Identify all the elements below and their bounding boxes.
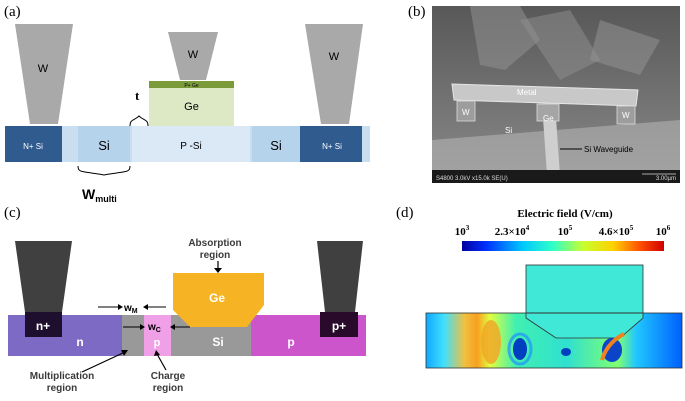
charge-pointer (156, 353, 167, 371)
p-ge-layer (149, 81, 234, 88)
w-probe-center (168, 32, 218, 80)
t-label: t (135, 88, 140, 103)
charge-p-region (144, 315, 171, 356)
colorbar-tick-1: 103 (455, 224, 470, 238)
panel-a-label: (a) (4, 4, 21, 20)
panel-b: (b) Metal W Ge W Si Si Waveguide S4800 3… (408, 4, 680, 183)
w-multi-bracket (77, 165, 131, 176)
sem-w-left (456, 100, 476, 122)
sem-w-left-label: W (462, 108, 470, 117)
panel-a: (a) P+ Ge Ge W W W N+ Si Si P -Si Si N+ … (4, 4, 370, 204)
p-si-region (132, 126, 250, 162)
si-right-label: Si (270, 138, 282, 153)
ge-absorber (173, 273, 264, 327)
sem-waveguide-label: Si Waveguide (584, 145, 634, 154)
ge-label: Ge (184, 101, 199, 113)
wm-arrow-right-head (143, 304, 148, 310)
p-ge-label: P+ Ge (184, 83, 199, 89)
colorbar-tick-5: 106 (656, 224, 671, 238)
sem-si-label: Si (505, 126, 512, 135)
w-multi-label: Wmulti (82, 186, 117, 204)
mult-label-line1: Multiplication (30, 371, 94, 382)
sem-w-right (616, 105, 636, 125)
contact-p-plus (320, 312, 358, 337)
field-blue-spot (513, 338, 527, 360)
field-ge-block (526, 265, 643, 313)
sem-metal (451, 83, 639, 107)
mult-pointer-head (121, 350, 128, 356)
p-plus-label: p+ (332, 319, 346, 333)
absorption-arrow-head (214, 268, 222, 273)
wm-arrow-left-head (118, 304, 123, 310)
charge-pointer-head (154, 350, 160, 356)
n-si-left-region (5, 126, 62, 162)
ge-c-label: Ge (209, 291, 225, 305)
panel-d-label: (d) (396, 205, 414, 221)
w-probe-left (15, 24, 73, 124)
n-si-right-label: N+ Si (322, 142, 342, 151)
n-plus-label: n+ (36, 319, 50, 333)
field-hot-edge (600, 332, 625, 361)
sem-scale-text: 3.00µm (656, 176, 676, 182)
sem-waveguide (543, 118, 560, 175)
w-center-label: W (188, 49, 199, 61)
absorption-label-line2: region (200, 250, 231, 261)
n-si-left-label: N+ Si (23, 142, 43, 151)
sem-w-right-label: W (622, 111, 630, 120)
colorbar-tick-3: 105 (558, 224, 573, 238)
colorbar-title: Electric field (V/cm) (517, 208, 613, 220)
si-left-region (78, 126, 130, 162)
sem-probe-right (590, 20, 660, 75)
absorption-label-line1: Absorption (188, 238, 241, 249)
sem-probe-center (520, 10, 600, 80)
sem-ge (536, 103, 560, 122)
field-blue-ring (507, 332, 533, 366)
n-label: n (76, 335, 83, 349)
sem-ge-label: Ge (543, 114, 554, 123)
field-hotspot-left (481, 320, 501, 364)
panel-c: (c) Ge n+ p+ n p Si p Absorption region … (4, 205, 366, 394)
field-blue-spot-right (602, 338, 622, 362)
multiplication-si (122, 315, 144, 356)
p-si-label: P -Si (180, 141, 202, 152)
si-right-region (252, 126, 302, 162)
sem-metal-label: Metal (517, 88, 537, 97)
w-probe-right (305, 24, 363, 124)
p-small-label: p (154, 337, 161, 349)
si-c-label: Si (212, 335, 223, 349)
field-band-outline (425, 312, 683, 369)
charge-label-line2: region (153, 383, 184, 394)
probe-left (15, 241, 72, 312)
sem-info-text: S4800 3.0kV x15.0k SE(U) (436, 176, 508, 182)
ge-block (149, 88, 234, 126)
p-label: p (287, 335, 294, 349)
t-bracket (129, 115, 149, 127)
panel-d: (d) Electric field (V/cm) 103 2.3×104 10… (396, 205, 683, 369)
contact-n-plus (25, 312, 62, 337)
w-right-label: W (329, 51, 340, 63)
n-si-right-region (300, 126, 362, 162)
panel-b-label: (b) (408, 4, 426, 20)
charge-label-line1: Charge (151, 371, 186, 382)
wc-arrow-left-head (140, 324, 145, 330)
sem-info-bar (432, 170, 680, 183)
colorbar-tick-2: 2.3×104 (495, 224, 530, 238)
wc-arrow-right-head (170, 324, 175, 330)
colorbar (462, 241, 664, 251)
probe-right (317, 241, 363, 312)
wc-label: wC (147, 322, 161, 334)
mult-pointer (81, 351, 126, 373)
w-left-label: W (38, 63, 49, 75)
si-left-label: Si (98, 138, 110, 153)
mult-label-line2: region (47, 383, 78, 394)
panel-c-label: (c) (4, 205, 21, 221)
wm-label: wM (123, 303, 138, 315)
colorbar-tick-4: 4.6×105 (599, 224, 634, 238)
field-blue-dot (561, 348, 571, 356)
